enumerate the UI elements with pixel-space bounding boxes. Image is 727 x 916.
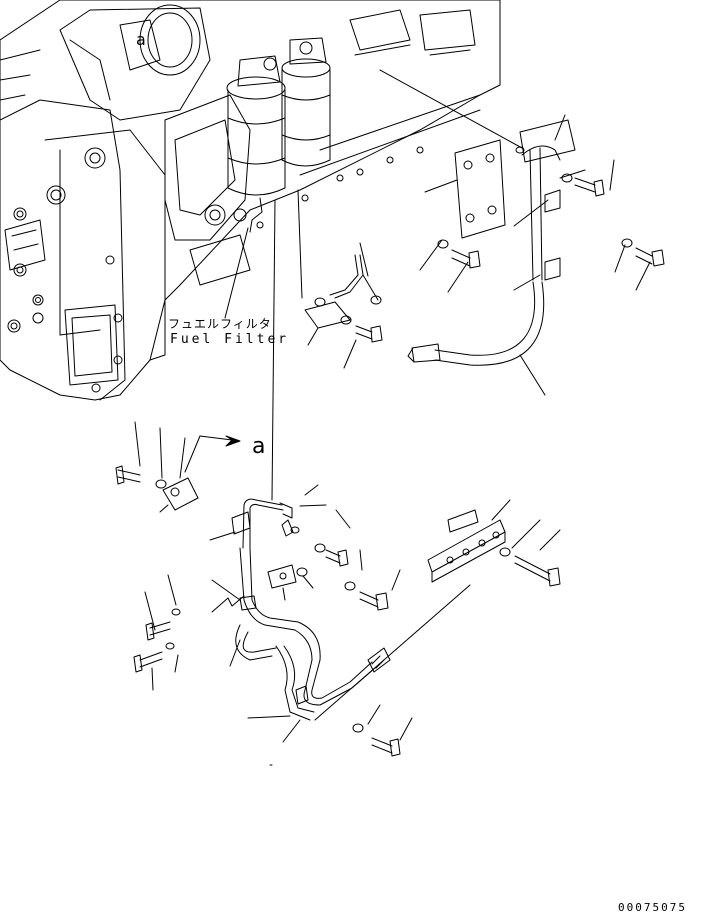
view-a-label: a xyxy=(252,434,266,459)
fuel-filter-label-en: Fuel Filter xyxy=(170,332,290,347)
fuel-filter-label-ja: フュエルフィルタ xyxy=(168,317,272,331)
fuel-filter-pair xyxy=(226,37,331,233)
view-a-detail-label: a xyxy=(136,30,146,49)
engine-block xyxy=(0,0,501,401)
filter-bracket-assembly xyxy=(379,69,665,396)
lower-pipe-assembly xyxy=(115,421,561,766)
drawing-code: 00075075 xyxy=(618,901,687,914)
small-fuel-pipe xyxy=(304,242,383,369)
view-a-arrow xyxy=(159,435,241,513)
fuel-filter-leader xyxy=(224,189,303,501)
